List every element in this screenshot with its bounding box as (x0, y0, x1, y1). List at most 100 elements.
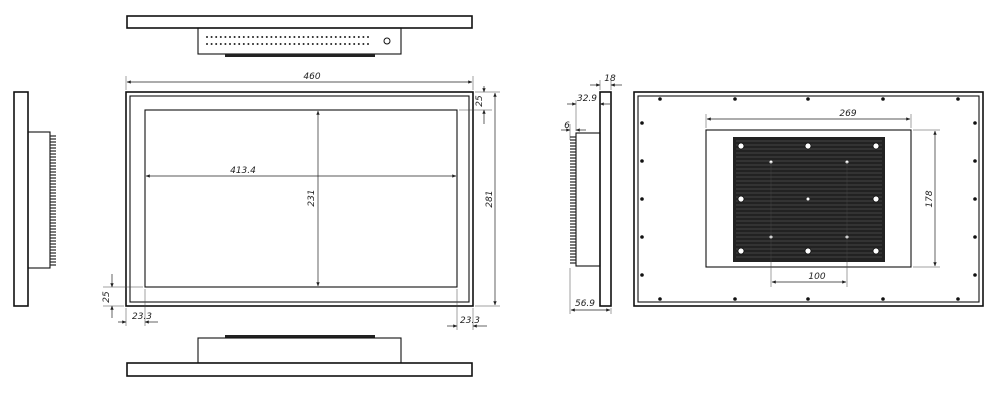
screw-boss (737, 247, 745, 255)
front-view: 460 413.4 231 281 25 25 23.3 2 (102, 72, 500, 330)
vent-hole (215, 36, 218, 38)
power-button-icon (383, 37, 391, 45)
vent-hole (293, 36, 296, 38)
vent-hole (261, 36, 264, 38)
bottom-view (126, 335, 473, 377)
vent-hole (302, 43, 305, 45)
vent-hole (284, 43, 287, 45)
vent-hole (353, 43, 356, 45)
bezel-depth-label: 32.9 (577, 94, 597, 104)
vent-hole (302, 36, 305, 38)
vent-hole (311, 36, 314, 38)
vent-hole (311, 43, 314, 45)
inner-height-label: 178 (925, 190, 935, 207)
vent-hole (265, 43, 268, 45)
vent-hole (367, 36, 369, 38)
vent-hole (247, 43, 250, 45)
vent-hole (316, 43, 319, 45)
screw-hole (733, 297, 737, 301)
screw-hole (881, 97, 885, 101)
overall-height-label: 281 (485, 190, 495, 207)
vent-hole (252, 43, 254, 45)
screw-hole (640, 235, 644, 239)
vent-hole (330, 36, 333, 38)
vent-hole (242, 36, 245, 38)
vent-hole (339, 36, 342, 38)
vent-hole (224, 36, 227, 38)
vent-hole (325, 36, 328, 38)
vent-hole (330, 43, 333, 45)
vent-hole (219, 43, 222, 45)
vent-hole (252, 36, 254, 38)
vent-hole (298, 43, 300, 45)
screw-hole (640, 159, 644, 163)
vent-hole (316, 36, 319, 38)
left-border-label: 23.3 (132, 312, 152, 322)
vent-hole (344, 43, 346, 45)
vent-hole (265, 36, 268, 38)
vent-hole (238, 36, 241, 38)
vent-hole (321, 43, 323, 45)
screw-hole (806, 97, 810, 101)
vent-hole (206, 36, 208, 38)
vent-hole (339, 43, 342, 45)
vent-hole (357, 36, 360, 38)
vent-hole (362, 43, 365, 45)
screw-boss (737, 195, 745, 203)
inner-width-label: 269 (839, 109, 856, 119)
vent-hole (344, 36, 346, 38)
vent-hole (229, 36, 231, 38)
screw-hole (956, 297, 960, 301)
bottom-border-label: 25 (102, 291, 112, 303)
screw-hole (658, 297, 662, 301)
vent-hole (348, 43, 351, 45)
display-width-label: 413.4 (230, 166, 256, 176)
total-depth-label: 56.9 (575, 299, 595, 309)
screw-hole (640, 197, 644, 201)
vent-hole (270, 36, 273, 38)
vent-hole (288, 36, 291, 38)
vent-hole (215, 43, 218, 45)
vent-hole (321, 36, 323, 38)
vent-hole (238, 43, 241, 45)
screw-hole (973, 121, 977, 125)
screw-hole (640, 273, 644, 277)
vent-hole (206, 43, 208, 45)
side-heatsink-fins (570, 136, 576, 264)
vent-hole (256, 43, 259, 45)
screw-hole (806, 297, 810, 301)
vent-hole (362, 36, 365, 38)
vent-hole (242, 43, 245, 45)
screw-hole (973, 235, 977, 239)
vent-hole (275, 43, 277, 45)
screw-boss (872, 195, 880, 203)
vent-hole (293, 43, 296, 45)
heatsink-screw-bosses (737, 142, 880, 255)
vent-hole (298, 36, 300, 38)
vent-hole (247, 36, 250, 38)
left-side-view (13, 91, 56, 307)
screw-hole (658, 97, 662, 101)
screw-hole (973, 197, 977, 201)
vent-hole (210, 36, 213, 38)
top-vent-holes (206, 36, 369, 45)
vent-hole (284, 36, 287, 38)
vesa-hole (806, 197, 810, 201)
vent-hole (307, 43, 310, 45)
screw-hole (733, 97, 737, 101)
vesa-spacing-label: 100 (808, 272, 825, 282)
screw-hole (956, 97, 960, 101)
vent-hole (279, 43, 282, 45)
overall-width-label: 460 (303, 72, 320, 82)
vent-hole (233, 36, 236, 38)
screw-hole (973, 273, 977, 277)
vent-hole (357, 43, 360, 45)
screw-boss (872, 247, 880, 255)
screw-hole (973, 159, 977, 163)
vent-hole (219, 36, 222, 38)
vent-hole (367, 43, 369, 45)
vent-hole (233, 43, 236, 45)
vent-hole (334, 43, 337, 45)
right-border-label: 23.3 (460, 316, 480, 326)
